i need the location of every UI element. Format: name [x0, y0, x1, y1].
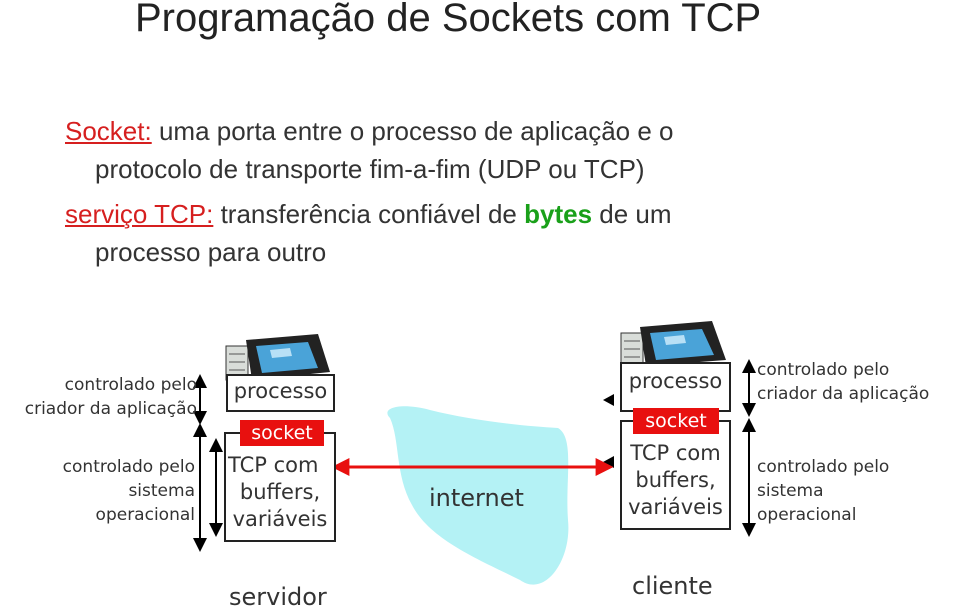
- left-os-label-1: controlado pelo: [62, 457, 195, 477]
- left-os-label: controlado pelo sistema operacional: [0, 455, 195, 527]
- right-os-label-3: operacional: [757, 505, 857, 525]
- right-app-label-1: controlado pelo: [757, 360, 890, 380]
- client-process-arrow-icon: [603, 394, 614, 406]
- bullet-socket-term: Socket:: [65, 116, 152, 146]
- client-label: cliente: [632, 572, 713, 600]
- left-os-label-3: operacional: [95, 505, 195, 525]
- internet-label: internet: [429, 484, 524, 512]
- left-app-label: controlado pelo criador da aplicação: [0, 373, 197, 421]
- left-app-label-1: controlado pelo: [64, 375, 197, 395]
- client-tcp-line-3: variáveis: [628, 495, 723, 519]
- bullet-tcp-text-2: processo para outro: [95, 237, 327, 267]
- bullet-socket-text-1: uma porta entre o processo de aplicação …: [158, 116, 674, 146]
- client-process-label: processo: [628, 369, 723, 393]
- internet-cloud: [387, 406, 569, 585]
- right-app-label: controlado pelo criador da aplicação: [757, 358, 929, 406]
- server-tcp-line-1: TCP com: [228, 453, 319, 477]
- bullet-tcp-service: serviço TCP: transferência confiável de …: [65, 199, 672, 230]
- client-computer-icon: [620, 321, 726, 368]
- client-process-box: [620, 362, 731, 412]
- right-os-label-2: sistema: [757, 481, 824, 501]
- server-process-box: [226, 374, 335, 412]
- server-tcp-box: [224, 432, 336, 542]
- left-app-label-2: criador da aplicação: [24, 399, 197, 419]
- bullet-tcp-text-after: de um: [599, 199, 672, 229]
- bullet-tcp-term: serviço TCP:: [65, 199, 214, 229]
- server-process-label: processo: [233, 379, 328, 403]
- client-tcp-line-2: buffers,: [635, 468, 716, 492]
- left-os-label-2: sistema: [128, 481, 195, 501]
- server-tcp-line-3: variáveis: [232, 507, 328, 531]
- bullet-socket: Socket: uma porta entre o processo de ap…: [65, 116, 674, 147]
- bullet-tcp-text-before: transferência confiável de: [220, 199, 517, 229]
- right-os-label: controlado pelo sistema operacional: [757, 455, 889, 527]
- right-app-label-2: criador da aplicação: [757, 384, 930, 404]
- server-tcp-text: TCP com buffers, variáveis: [224, 452, 336, 533]
- bullet-socket-text-2: protocolo de transporte fim-a-fim (UDP o…: [95, 154, 645, 184]
- server-tcp-line-2: buffers,: [239, 480, 321, 504]
- server-socket: socket: [240, 420, 324, 446]
- right-os-label-1: controlado pelo: [757, 457, 890, 477]
- page-title: Programação de Sockets com TCP: [135, 0, 762, 40]
- server-label: servidor: [229, 583, 327, 611]
- client-tcp-line-1: TCP com: [630, 441, 721, 465]
- client-tcp-text: TCP com buffers, variáveis: [620, 440, 731, 521]
- client-socket: socket: [633, 408, 719, 434]
- server-computer-icon: [225, 334, 330, 381]
- bullet-tcp-highlight: bytes: [524, 199, 593, 229]
